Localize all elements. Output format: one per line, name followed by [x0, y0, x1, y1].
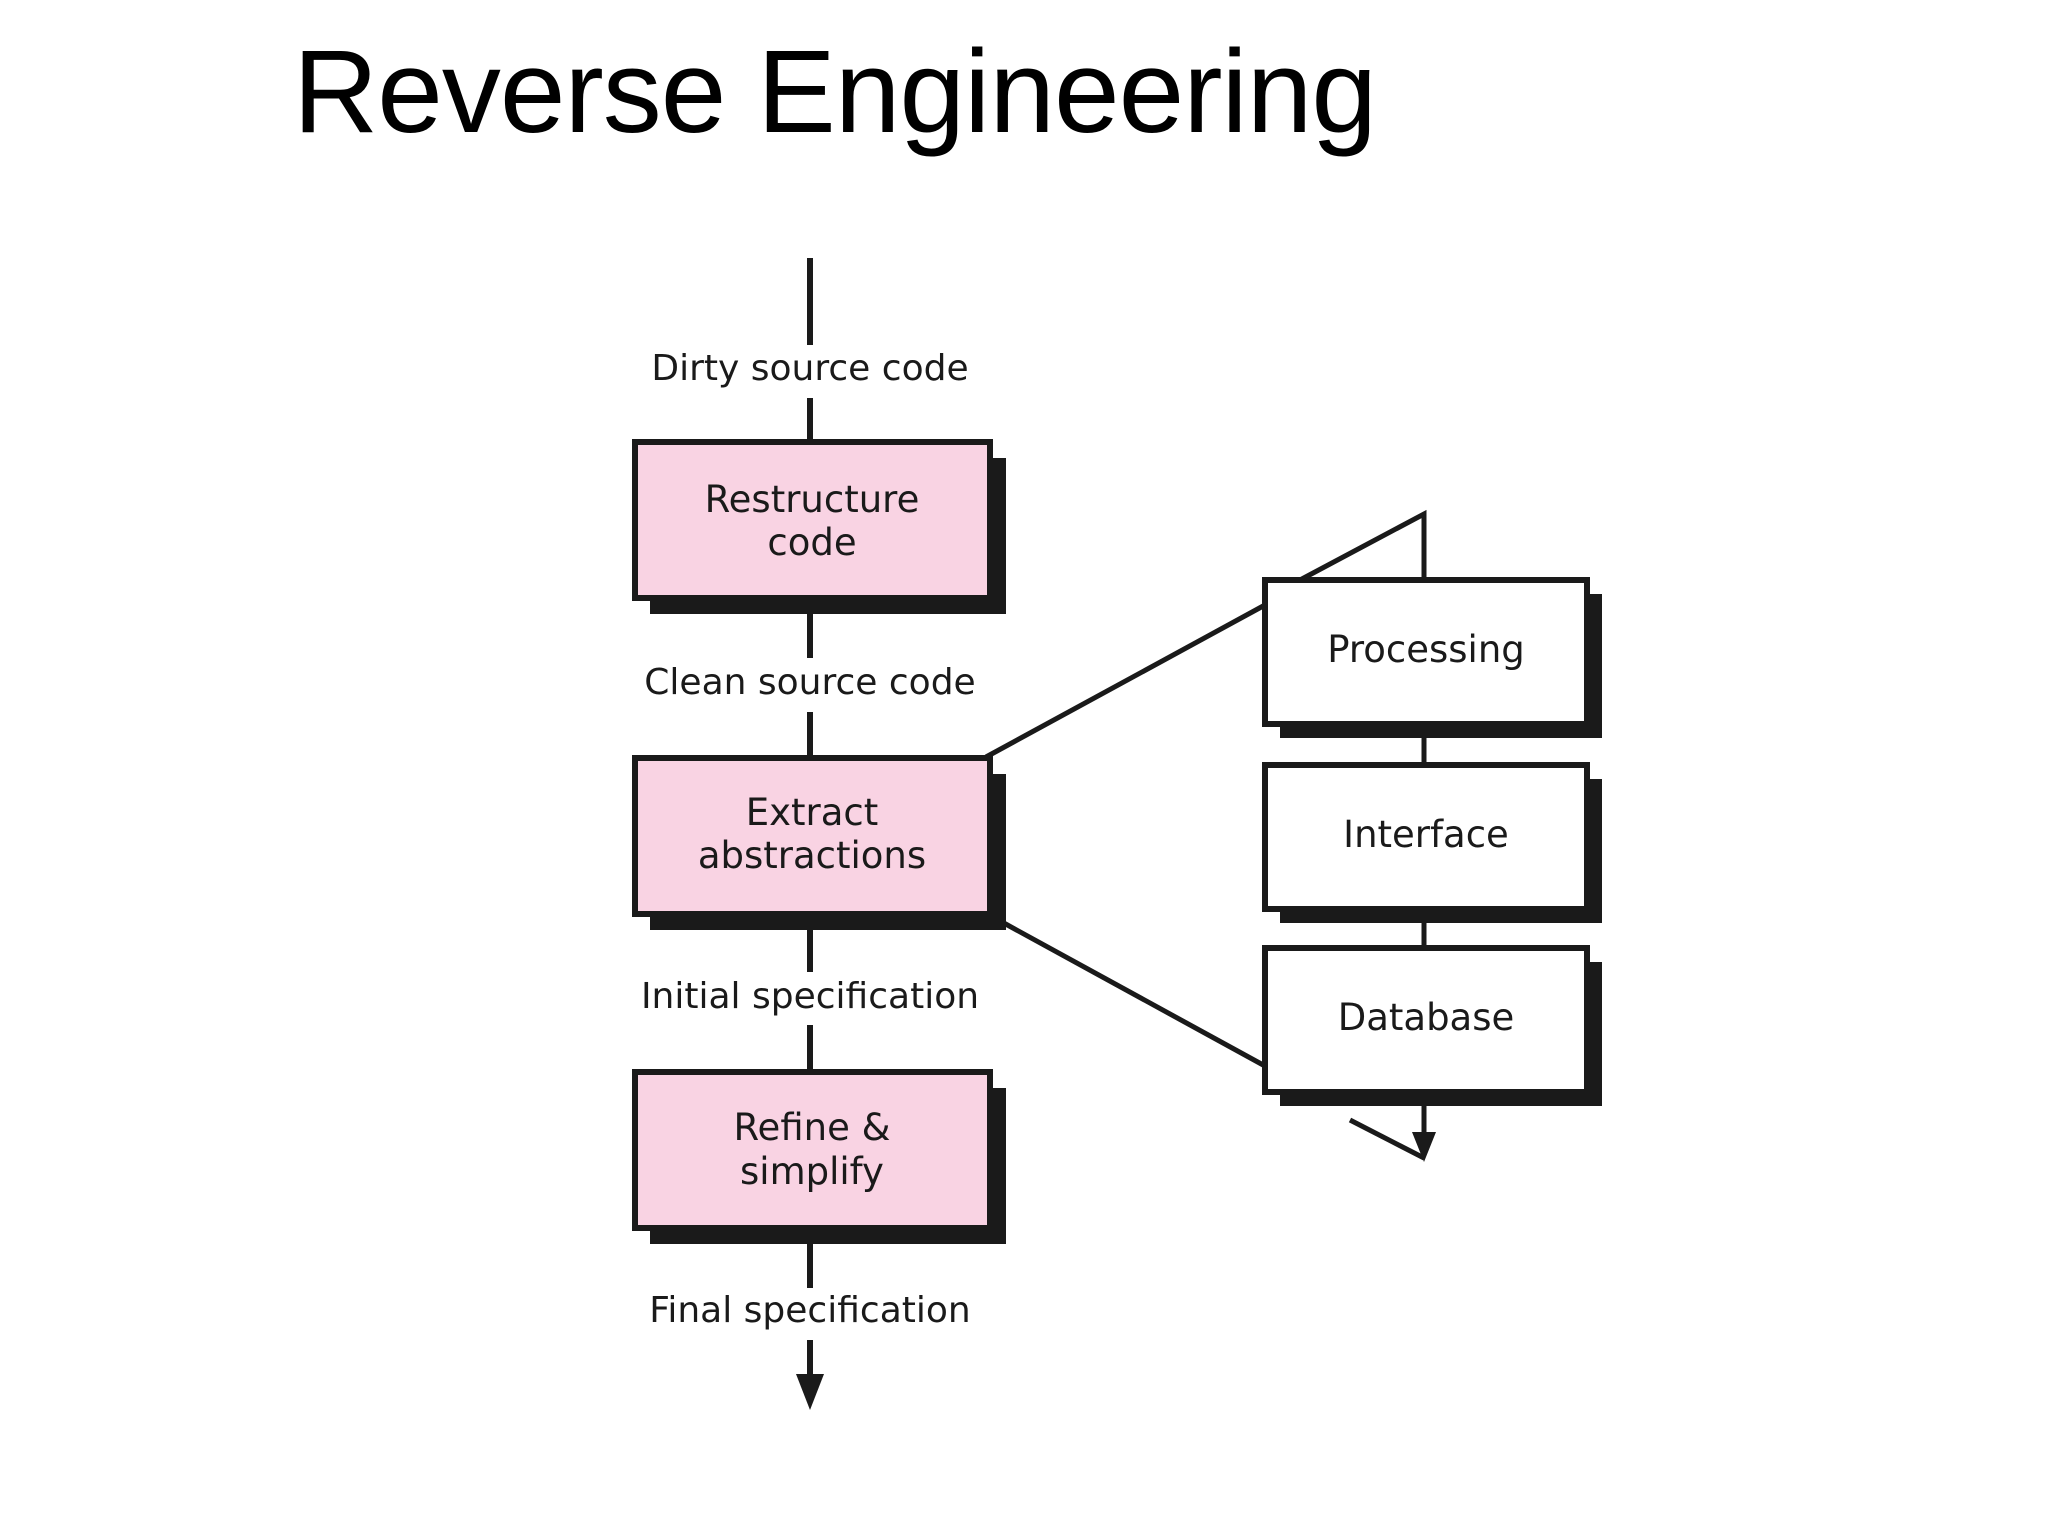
step-box	[632, 755, 993, 917]
abstraction-box	[1262, 945, 1590, 1095]
label-clean-source-code: Clean source code	[644, 662, 975, 703]
step-extract-line2: abstractions	[698, 834, 926, 877]
step-restructure-line1: Restructure	[705, 478, 920, 521]
abstraction-interface: Interface	[1262, 762, 1602, 923]
step-refine-simplify: Refine & simplify	[632, 1069, 1006, 1244]
step-box	[632, 1069, 993, 1231]
abstraction-database: Database	[1262, 945, 1602, 1106]
step-extract-line1: Extract	[746, 791, 879, 834]
label-initial-specification: Initial specification	[641, 976, 979, 1017]
step-box	[632, 439, 993, 601]
slide-title: Reverse Engineering	[293, 26, 1377, 158]
step-extract-abstractions: Extract abstractions	[632, 755, 1006, 930]
abstraction-processing-label: Processing	[1327, 628, 1525, 671]
abstraction-box	[1262, 577, 1590, 727]
abstraction-box	[1262, 762, 1590, 912]
step-refine-line2: simplify	[740, 1150, 884, 1193]
step-restructure-code: Restructure code	[632, 439, 1006, 614]
abstraction-processing: Processing	[1262, 577, 1602, 738]
abstraction-funnel	[984, 509, 1427, 1161]
abstraction-database-label: Database	[1338, 996, 1515, 1039]
final-arrow-head	[796, 1374, 824, 1410]
label-final-specification: Final specification	[649, 1290, 970, 1331]
abstraction-arrow-head	[1412, 1132, 1436, 1162]
step-restructure-line2: code	[767, 521, 856, 564]
abstraction-interface-label: Interface	[1343, 813, 1509, 856]
label-dirty-source-code: Dirty source code	[651, 348, 968, 389]
step-refine-line1: Refine &	[734, 1106, 891, 1149]
